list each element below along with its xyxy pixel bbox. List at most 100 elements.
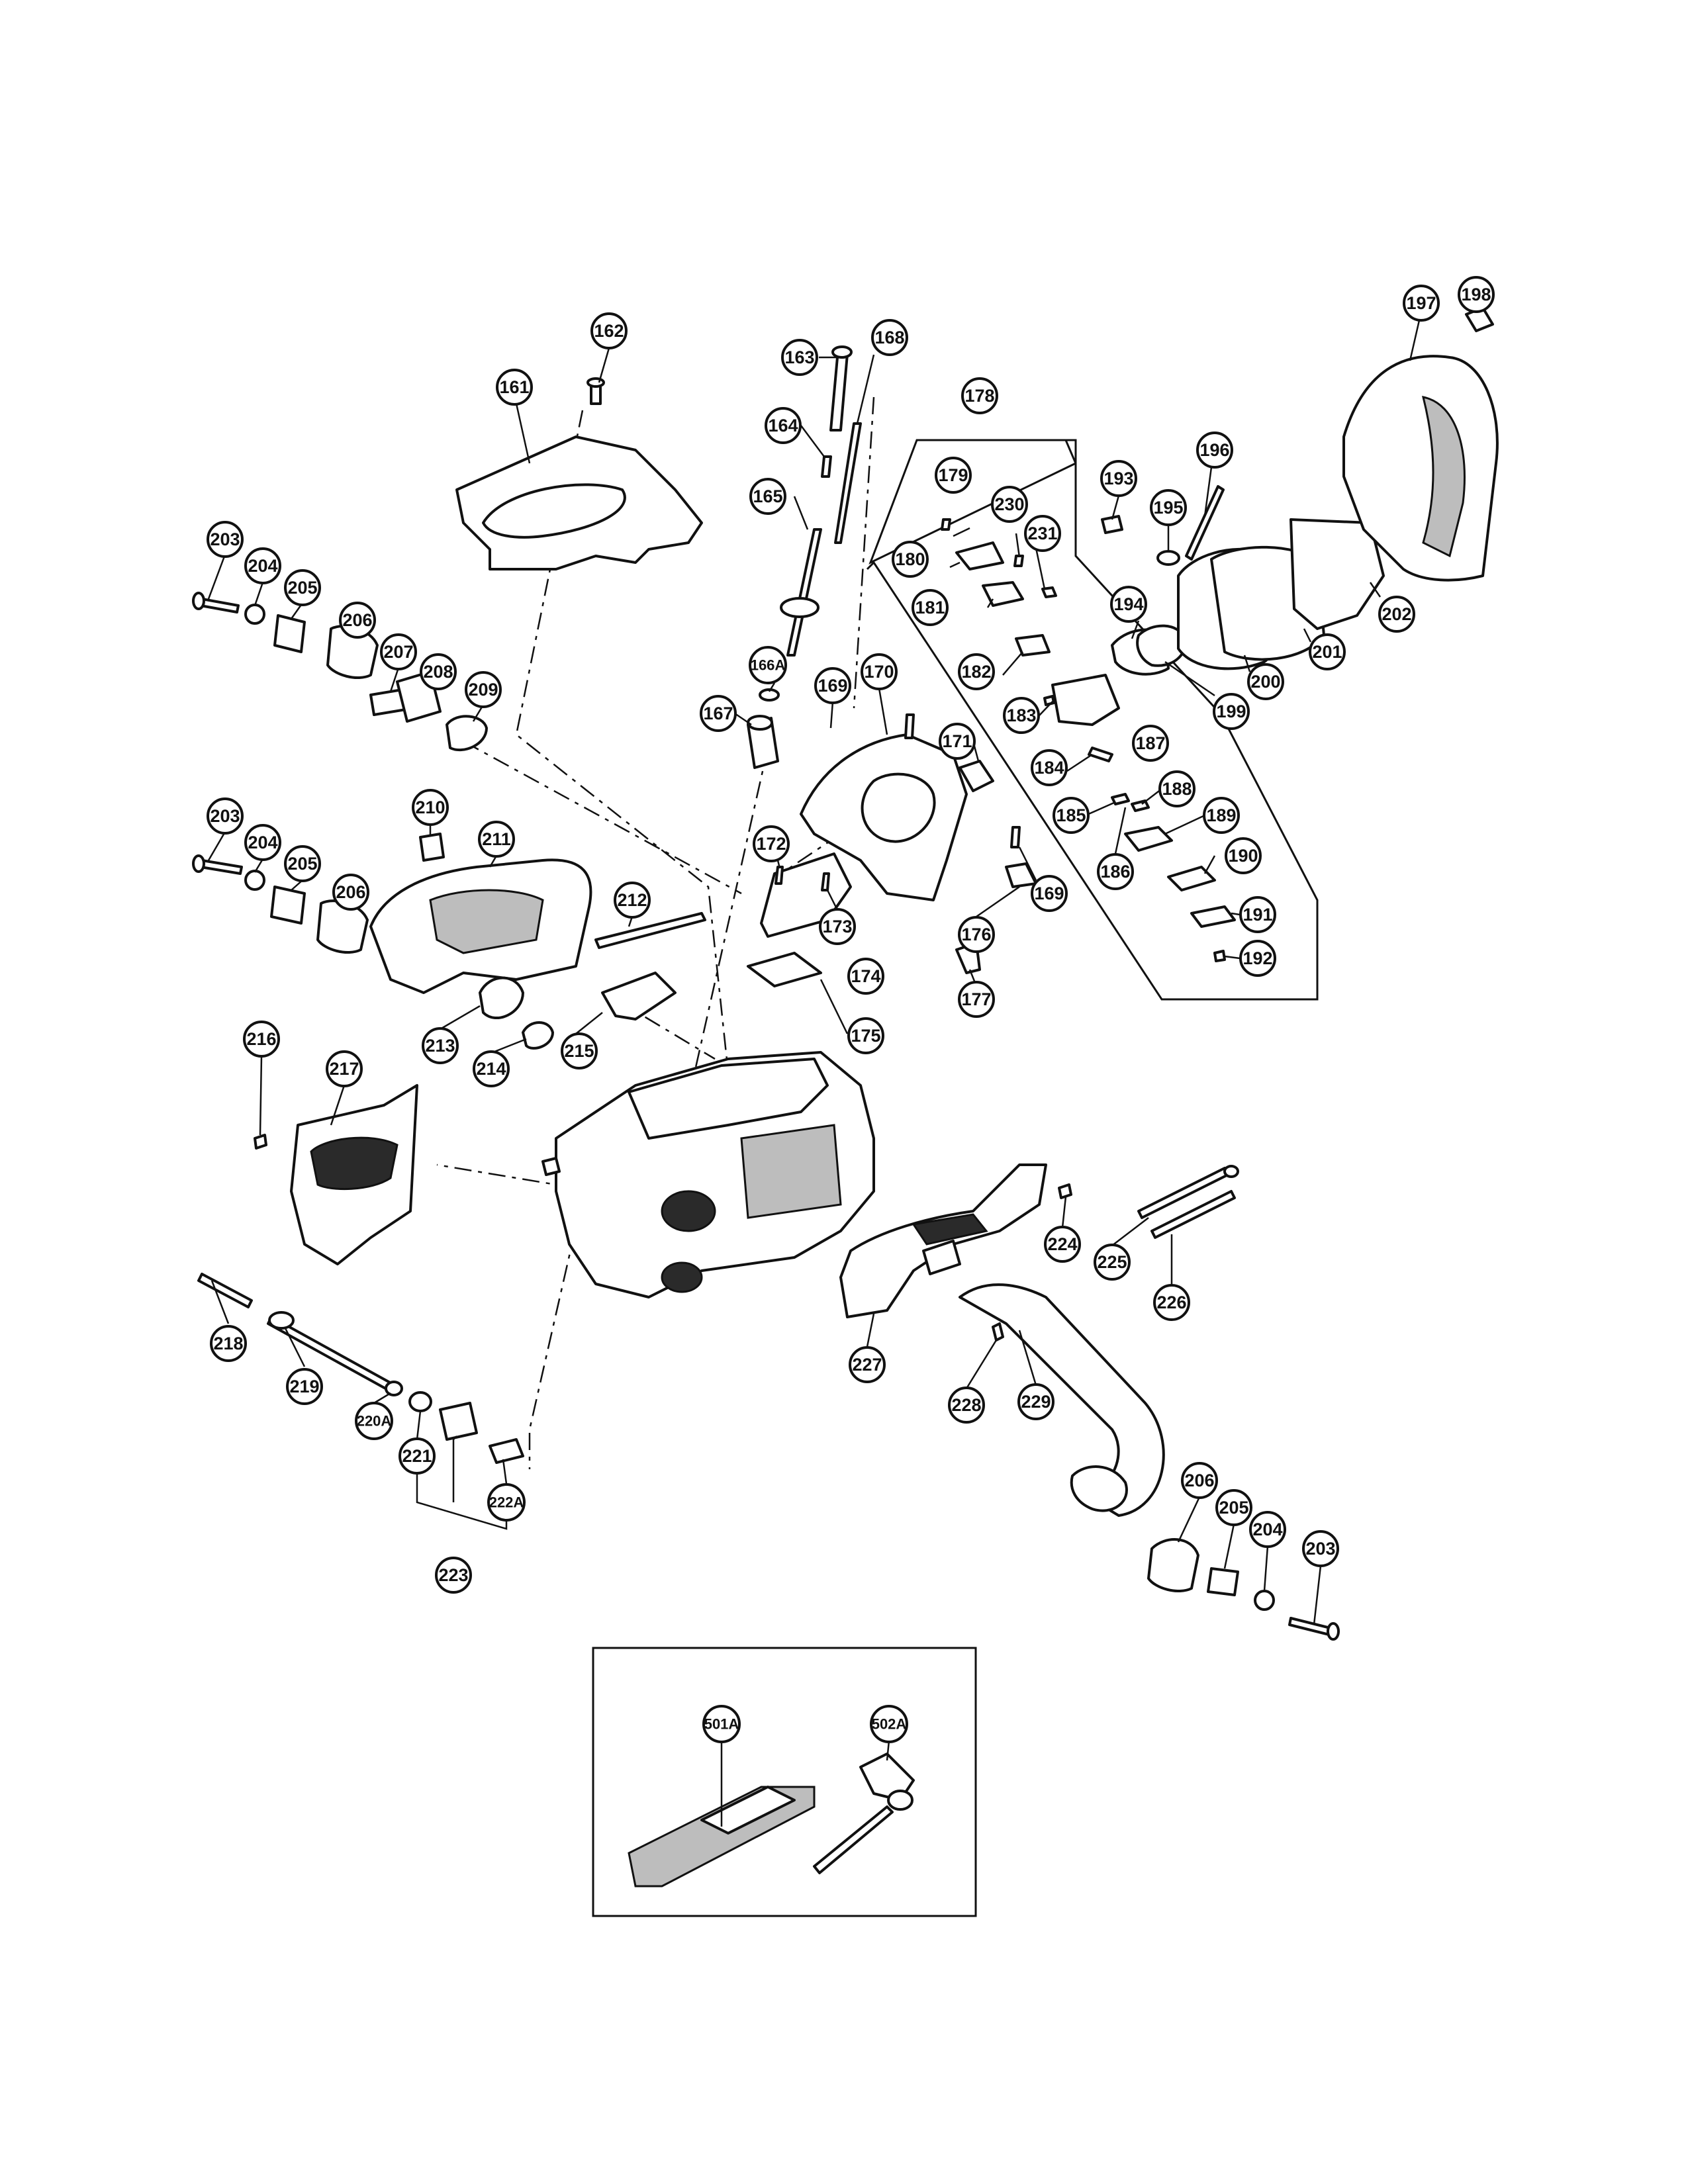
callout-196: 196 (1196, 432, 1233, 469)
svg-text:221: 221 (402, 1446, 432, 1466)
svg-text:206: 206 (1184, 1471, 1214, 1490)
callout-207: 207 (380, 633, 417, 670)
callout-179: 179 (935, 457, 972, 494)
throttle-rods (747, 345, 862, 769)
svg-text:185: 185 (1056, 805, 1086, 825)
callout-197: 197 (1403, 285, 1440, 322)
callout-167: 167 (700, 695, 737, 732)
callout-221: 221 (399, 1437, 436, 1475)
svg-text:220A: 220A (357, 1413, 392, 1430)
svg-text:184: 184 (1034, 758, 1064, 778)
svg-text:230: 230 (994, 494, 1024, 514)
side-cover-217 (254, 1084, 418, 1265)
callout-208: 208 (420, 653, 457, 690)
svg-text:201: 201 (1312, 642, 1342, 662)
callout-222a: 222A (487, 1483, 526, 1522)
callout-172: 172 (753, 825, 790, 862)
callout-214: 214 (473, 1050, 510, 1087)
callout-174: 174 (847, 958, 884, 995)
callout-203-c: 203 (1302, 1530, 1339, 1567)
callout-223: 223 (435, 1557, 472, 1594)
callout-193: 193 (1100, 460, 1137, 497)
svg-text:502A: 502A (872, 1716, 907, 1733)
front-handle-group (839, 1163, 1239, 1517)
svg-text:179: 179 (938, 465, 968, 485)
svg-text:180: 180 (895, 549, 925, 569)
callout-203-a: 203 (207, 521, 244, 558)
svg-text:194: 194 (1113, 594, 1143, 614)
svg-text:501A: 501A (704, 1716, 739, 1733)
svg-text:197: 197 (1406, 293, 1436, 313)
callout-501a: 501A (702, 1705, 741, 1743)
svg-text:186: 186 (1100, 862, 1130, 882)
screw-162 (586, 377, 605, 405)
callout-199: 199 (1213, 693, 1250, 730)
svg-text:204: 204 (248, 556, 277, 576)
callout-192: 192 (1239, 940, 1276, 977)
callout-194: 194 (1110, 586, 1147, 623)
callout-181: 181 (912, 589, 949, 626)
callout-184: 184 (1031, 749, 1068, 786)
svg-text:173: 173 (822, 917, 852, 936)
callout-203-b: 203 (207, 797, 244, 835)
mount-upper-left (192, 592, 488, 752)
svg-text:205: 205 (287, 578, 317, 598)
svg-text:205: 205 (1219, 1498, 1248, 1518)
callout-165: 165 (749, 478, 786, 515)
svg-text:181: 181 (915, 598, 945, 617)
callout-204-b: 204 (244, 824, 281, 861)
callout-230: 230 (991, 486, 1028, 523)
svg-text:188: 188 (1162, 779, 1192, 799)
svg-text:178: 178 (964, 386, 994, 406)
callout-204-c: 204 (1249, 1511, 1286, 1548)
callout-175: 175 (847, 1017, 884, 1054)
svg-text:164: 164 (768, 416, 798, 435)
svg-text:219: 219 (289, 1377, 319, 1396)
svg-text:169: 169 (1034, 884, 1064, 903)
svg-text:169: 169 (818, 676, 847, 696)
callout-226: 226 (1153, 1284, 1190, 1321)
callout-200: 200 (1247, 663, 1284, 700)
callout-185: 185 (1053, 797, 1090, 834)
svg-text:228: 228 (951, 1395, 981, 1415)
callout-171: 171 (939, 723, 976, 760)
callout-217: 217 (326, 1050, 363, 1087)
callout-209: 209 (465, 671, 502, 708)
callout-187: 187 (1132, 725, 1169, 762)
handle-trigger-group (369, 833, 706, 1050)
callout-211: 211 (478, 821, 515, 858)
svg-text:229: 229 (1021, 1392, 1051, 1412)
svg-text:191: 191 (1243, 905, 1272, 925)
callout-188: 188 (1158, 770, 1196, 807)
callout-189: 189 (1203, 797, 1240, 834)
svg-text:214: 214 (476, 1059, 506, 1079)
svg-text:176: 176 (961, 925, 991, 944)
callout-219: 219 (286, 1368, 323, 1405)
callout-190: 190 (1225, 837, 1262, 874)
callout-169-b: 169 (1031, 875, 1068, 912)
svg-text:183: 183 (1006, 705, 1036, 725)
svg-text:204: 204 (1252, 1520, 1282, 1539)
svg-text:182: 182 (961, 662, 991, 682)
callout-215: 215 (561, 1032, 598, 1069)
svg-text:170: 170 (864, 662, 894, 682)
callout-161: 161 (496, 369, 533, 406)
crankcase-main (541, 1051, 875, 1298)
svg-text:223: 223 (438, 1565, 468, 1585)
svg-text:167: 167 (703, 704, 733, 723)
callout-224: 224 (1044, 1226, 1081, 1263)
callout-170: 170 (861, 653, 898, 690)
svg-text:209: 209 (468, 680, 498, 700)
svg-text:224: 224 (1047, 1234, 1077, 1254)
callout-204-a: 204 (244, 547, 281, 584)
svg-text:200: 200 (1250, 672, 1280, 692)
callout-182: 182 (958, 653, 995, 690)
callout-183: 183 (1003, 697, 1040, 734)
callout-231: 231 (1024, 515, 1061, 552)
callout-176: 176 (958, 916, 995, 953)
callout-206-c: 206 (1181, 1462, 1218, 1499)
callout-178: 178 (961, 377, 998, 414)
callout-173: 173 (819, 908, 856, 945)
svg-text:212: 212 (617, 890, 647, 910)
